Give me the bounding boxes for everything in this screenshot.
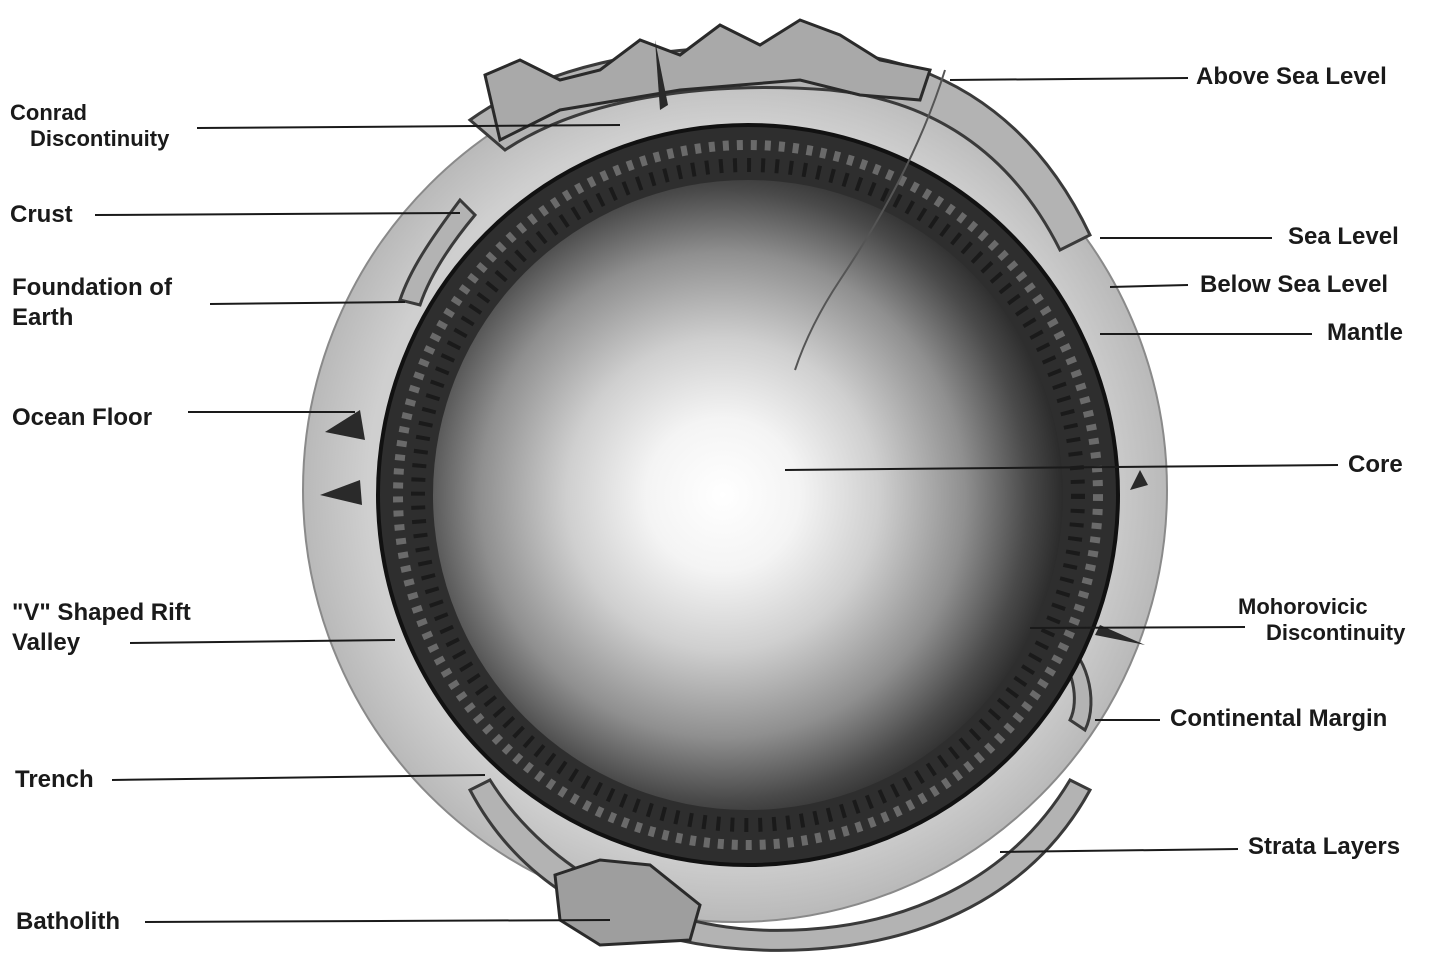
label-mohorovicic-discontinuity: Mohorovicic Discontinuity bbox=[1238, 594, 1405, 646]
label-conrad-discontinuity: Conrad Discontinuity bbox=[10, 100, 169, 152]
label-ocean-floor: Ocean Floor bbox=[12, 403, 152, 433]
label-strata-layers: Strata Layers bbox=[1248, 832, 1400, 862]
label-v-shaped-rift-valley: "V" Shaped Rift Valley bbox=[12, 598, 191, 658]
label-trench: Trench bbox=[15, 765, 94, 795]
label-continental-margin: Continental Margin bbox=[1170, 704, 1387, 734]
label-crust: Crust bbox=[10, 200, 73, 230]
label-below-sea-level: Below Sea Level bbox=[1200, 270, 1388, 300]
core bbox=[433, 180, 1063, 810]
label-core: Core bbox=[1348, 450, 1403, 480]
label-sea-level: Sea Level bbox=[1288, 222, 1399, 252]
label-batholith: Batholith bbox=[16, 907, 120, 937]
label-above-sea-level: Above Sea Level bbox=[1196, 62, 1387, 92]
label-foundation-of-earth: Foundation of Earth bbox=[12, 273, 172, 333]
label-mantle: Mantle bbox=[1327, 318, 1403, 348]
